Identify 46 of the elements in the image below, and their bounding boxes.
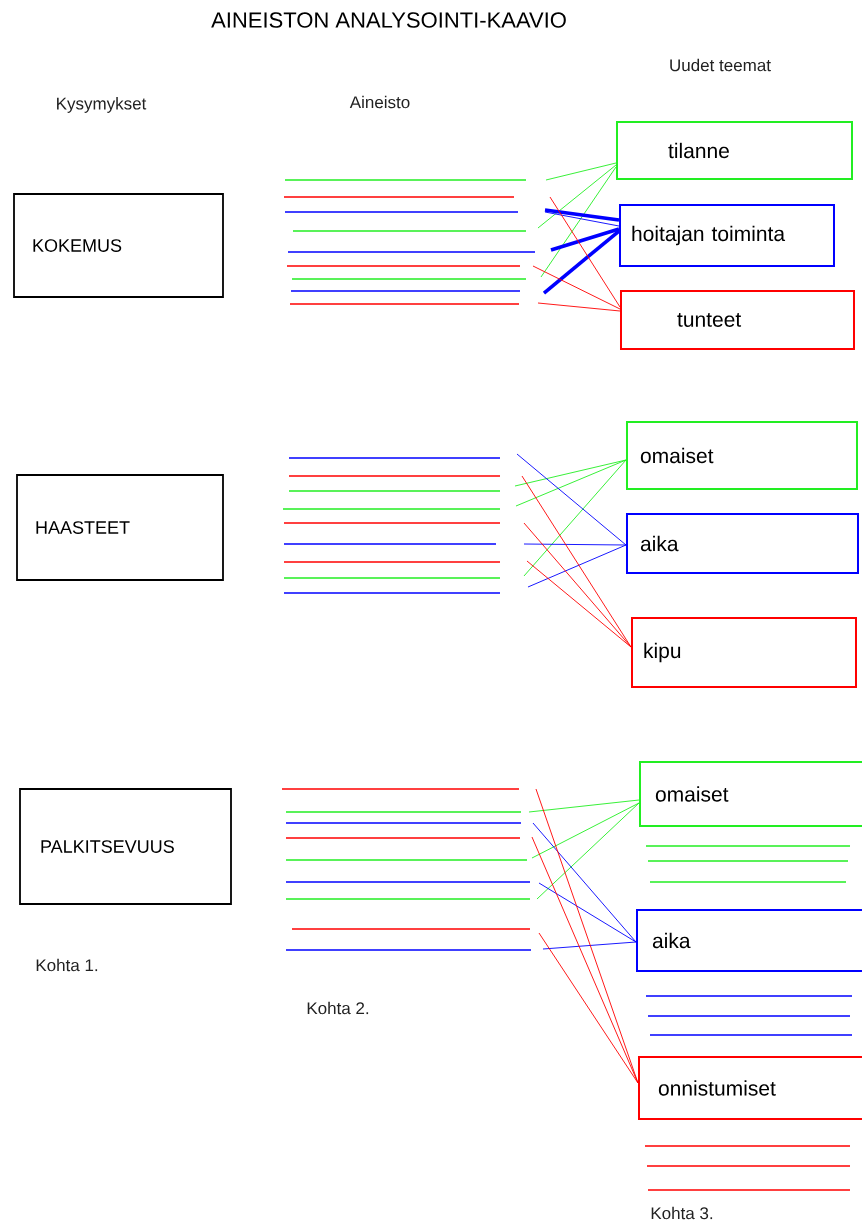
- connector-line: [537, 302, 621, 312]
- diagram-title: AINEISTON ANALYSOINTI-KAAVIO: [211, 12, 566, 28]
- connector-line: [516, 453, 627, 546]
- theme-box: kipu: [631, 617, 857, 688]
- connector-line: [535, 788, 639, 1084]
- theme-box: onnistumiset: [638, 1056, 862, 1120]
- connector-line: [538, 932, 639, 1084]
- theme-box: aika: [636, 909, 862, 972]
- connector-line: [532, 822, 637, 943]
- question-box: KOKEMUS: [13, 193, 224, 298]
- theme-box: omaiset: [639, 761, 862, 827]
- connector-line: [531, 836, 639, 1084]
- theme-box: hoitajan toiminta: [619, 204, 835, 267]
- connector-line: [544, 208, 620, 222]
- connector-line: [542, 229, 621, 295]
- connector-line: [544, 211, 620, 227]
- step-label: Kohta 3.: [651, 1206, 713, 1220]
- connector-line: [514, 459, 627, 487]
- connector-line: [515, 459, 627, 507]
- connector-line: [545, 162, 617, 181]
- step-label: Kohta 1.: [36, 958, 98, 972]
- connector-line: [528, 799, 640, 813]
- question-box: HAASTEET: [16, 474, 224, 581]
- column-heading: Uudet teemat: [670, 58, 771, 72]
- connector-line: [536, 802, 640, 900]
- connector-line: [538, 882, 637, 943]
- column-heading: Aineisto: [349, 95, 410, 109]
- step-label: Kohta 2.: [307, 1001, 369, 1015]
- connector-line: [542, 941, 637, 950]
- connector-line: [550, 227, 620, 252]
- theme-box: omaiset: [626, 421, 858, 490]
- connector-line: [531, 802, 640, 859]
- connector-line: [537, 164, 617, 229]
- connector-line: [523, 459, 627, 577]
- connector-line: [532, 265, 621, 310]
- theme-box: tilanne: [616, 121, 853, 180]
- connector-line: [523, 543, 627, 546]
- connector-line: [526, 560, 632, 648]
- column-heading: Kysymykset: [57, 97, 147, 113]
- theme-box: tunteet: [620, 290, 855, 350]
- question-box: PALKITSEVUUS: [19, 788, 232, 905]
- connector-line: [540, 166, 617, 278]
- theme-box: aika: [626, 513, 859, 574]
- connector-line: [549, 196, 621, 308]
- connector-line: [527, 544, 627, 588]
- connector-line: [523, 522, 632, 648]
